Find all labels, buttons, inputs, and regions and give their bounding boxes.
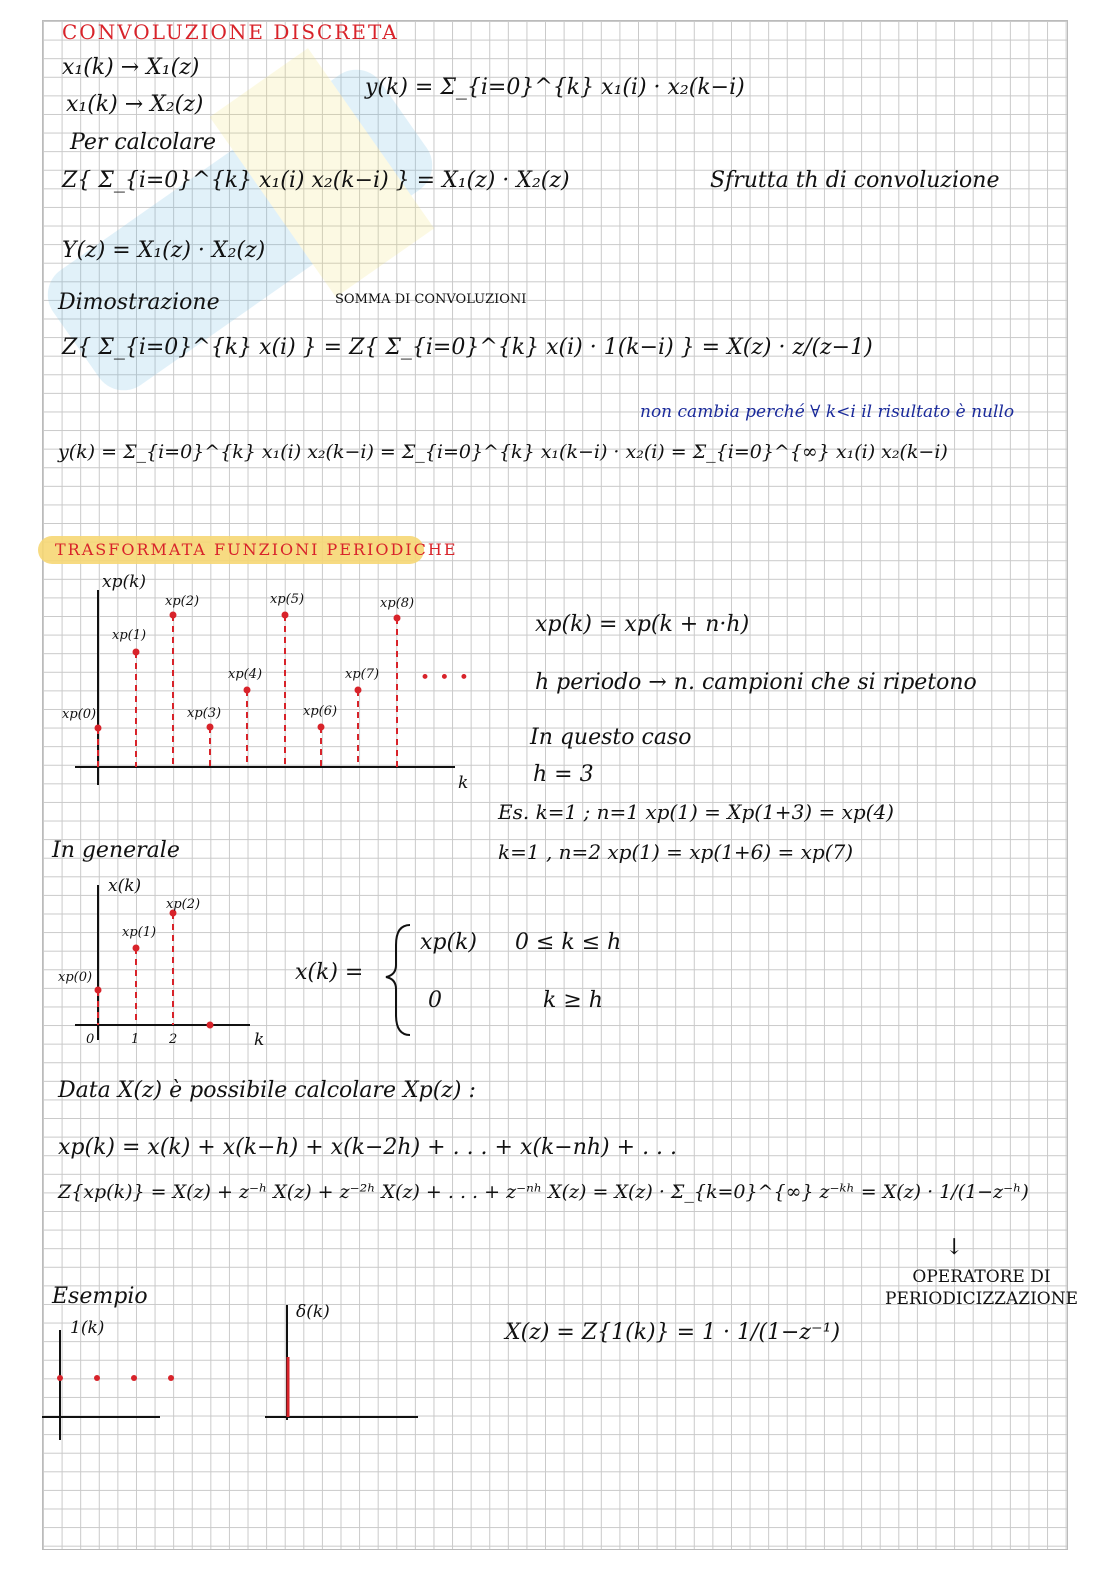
plot2-xlabel: k xyxy=(254,1030,265,1050)
step-samples xyxy=(57,1375,174,1381)
plot1-label-6: xp(6) xyxy=(303,704,338,719)
ex2-label: δ(k) xyxy=(296,1302,330,1322)
plot2-label-0: xp(0) xyxy=(58,970,93,985)
plot2-ylabel: x(k) xyxy=(108,876,142,896)
stem-point-0 xyxy=(94,986,102,994)
plot2-tick-2: 2 xyxy=(169,1032,178,1047)
page-title: CONVOLUZIONE DISCRETA xyxy=(62,20,399,44)
plot1-label-8: xp(8) xyxy=(380,596,415,611)
plot1-ylabel: xp(k) xyxy=(102,572,147,592)
ex1-label: 1(k) xyxy=(70,1318,105,1338)
mapping-2: x₁(k) → X₂(z) xyxy=(66,92,204,117)
proof-equation-2: y(k) = Σ_{i=0}^{k} x₁(i) x₂(k−i) = Σ_{i=… xyxy=(58,441,948,463)
condition-1: 0 ≤ k ≤ h xyxy=(515,930,622,955)
plot1-ellipsis: • • • xyxy=(420,668,471,688)
section-highlight xyxy=(38,536,424,564)
stem-point-5 xyxy=(281,611,289,619)
piece-2: 0 xyxy=(428,988,442,1013)
plot1-label-7: xp(7) xyxy=(345,667,380,682)
plot2-label-1: xp(1) xyxy=(122,925,157,940)
annotation-sum: SOMMA DI CONVOLUZIONI xyxy=(335,292,527,307)
stem-point-4 xyxy=(243,686,251,694)
convolution-definition: y(k) = Σ_{i=0}^{k} x₁(i) · x₂(k−i) xyxy=(365,75,745,100)
plot1-label-1: xp(1) xyxy=(112,628,147,643)
stem-point-6 xyxy=(317,723,325,731)
period-definition: h periodo → n. campioni che si ripetono xyxy=(535,670,977,695)
arrow-down-icon: ↓ xyxy=(945,1235,964,1260)
plot1-xlabel: k xyxy=(458,773,469,793)
stem-point-3 xyxy=(206,723,214,731)
plot1-label-2: xp(2) xyxy=(165,594,200,609)
stem-point-2 xyxy=(169,611,177,619)
condition-2: k ≥ h xyxy=(543,988,603,1013)
stem-point-7 xyxy=(354,686,362,694)
stem-point-0 xyxy=(94,724,102,732)
data-line: Data X(z) è possibile calcolare Xp(z) : xyxy=(58,1078,476,1103)
grid-paper xyxy=(42,20,1068,1550)
in-general: In generale xyxy=(52,838,180,863)
period-value: h = 3 xyxy=(533,762,594,787)
example-1: Es. k=1 ; n=1 xp(1) = Xp(1+3) = xp(4) xyxy=(498,800,894,824)
section-title: TRASFORMATA FUNZIONI PERIODICHE xyxy=(55,540,458,559)
piecewise-brace xyxy=(385,924,411,1036)
proof-heading: Dimostrazione xyxy=(58,290,220,315)
in-this-case: In questo caso xyxy=(530,725,692,750)
plot2-tick-1: 1 xyxy=(131,1032,140,1047)
z-transform-equation: Z{ Σ_{i=0}^{k} x₁(i) x₂(k−i) } = X₁(z) ·… xyxy=(62,168,570,193)
plot1-label-5: xp(5) xyxy=(270,592,305,607)
example-equation: X(z) = Z{1(k)} = 1 · 1/(1−z⁻¹) xyxy=(505,1320,841,1345)
stem-point-1 xyxy=(132,648,140,656)
operator-label: OPERATORE DI PERIODICIZZAZIONE xyxy=(885,1267,1079,1309)
plot1-label-0: xp(0) xyxy=(62,707,97,722)
stem-point-2 xyxy=(169,909,177,917)
stem-point-3 xyxy=(206,1021,214,1029)
periodicity-equation: xp(k) = xp(k + n·h) xyxy=(535,612,750,637)
stem-point-8 xyxy=(393,614,401,622)
stem-point-1 xyxy=(132,944,140,952)
plot2-tick-0: 0 xyxy=(86,1032,95,1047)
plot1-label-3: xp(3) xyxy=(187,706,222,721)
text-per-calcolare: Per calcolare xyxy=(70,130,217,155)
piecewise-lhs: x(k) = xyxy=(295,960,364,985)
theorem-note: Sfrutta th di convoluzione xyxy=(710,168,1000,193)
plot1-label-4: xp(4) xyxy=(228,667,263,682)
periodic-sum-equation: xp(k) = x(k) + x(k−h) + x(k−2h) + . . . … xyxy=(58,1135,678,1160)
example-heading: Esempio xyxy=(52,1284,148,1309)
proof-equation-1: Z{ Σ_{i=0}^{k} x(i) } = Z{ Σ_{i=0}^{k} x… xyxy=(62,335,873,360)
plot2-label-2: xp(2) xyxy=(166,897,201,912)
example-2: k=1 , n=2 xp(1) = xp(1+6) = xp(7) xyxy=(498,840,854,864)
product-equation: Y(z) = X₁(z) · X₂(z) xyxy=(62,238,266,263)
piece-1: xp(k) xyxy=(420,930,477,955)
mapping-1: x₁(k) → X₁(z) xyxy=(62,55,200,80)
z-transform-periodic: Z{xp(k)} = X(z) + z⁻ʰ X(z) + z⁻²ʰ X(z) +… xyxy=(58,1181,1029,1203)
proof-note: non cambia perché ∀ k<i il risultato è n… xyxy=(640,402,1015,422)
